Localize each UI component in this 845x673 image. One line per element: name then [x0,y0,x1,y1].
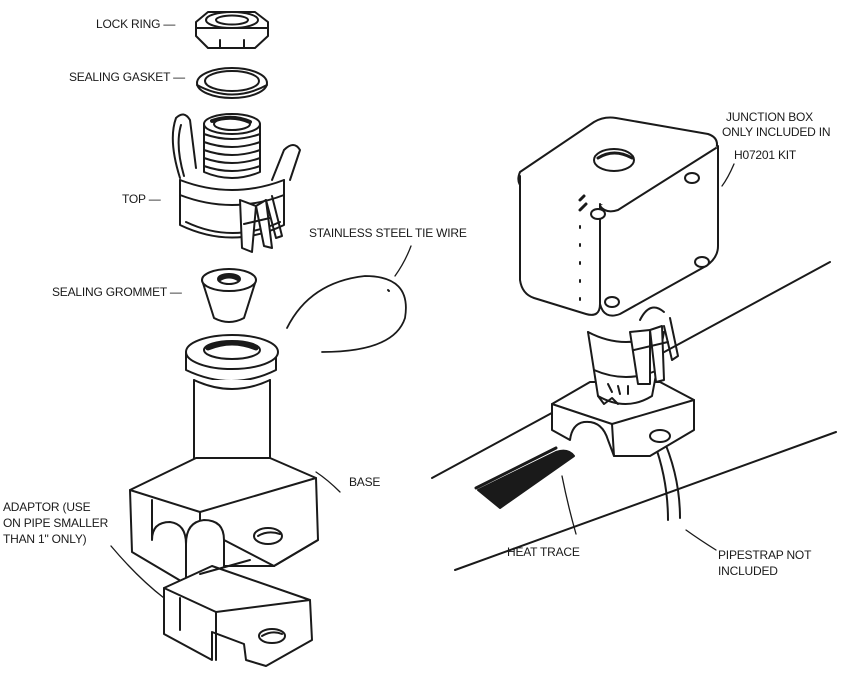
top-part [171,113,301,253]
label-top: TOP — [122,192,161,206]
label-junction-box-line1: JUNCTION BOX [726,110,813,124]
junction-box-part [517,116,719,317]
label-adaptor-line3: THAN 1" ONLY) [3,532,87,546]
label-adaptor-line2: ON PIPE SMALLER [3,516,109,530]
label-stainless-steel-tie-wire: STAINLESS STEEL TIE WIRE [309,226,467,240]
label-sealing-gasket: SEALING GASKET — [69,70,185,84]
label-lock-ring: LOCK RING — [96,17,176,31]
label-junction-box-line3: H07201 KIT [734,148,797,162]
label-pipestrap-line2: INCLUDED [718,564,778,578]
base-part [129,334,319,585]
label-pipestrap-line1: PIPESTRAP NOT [718,548,812,562]
lock-ring-part [195,11,269,49]
pipe-part [431,261,837,571]
sealing-gasket-part [196,67,268,99]
label-base: BASE [349,475,381,489]
label-heat-trace: HEAT TRACE [507,545,580,559]
sealing-grommet-part [201,268,257,323]
label-junction-box-line2: ONLY INCLUDED IN [722,125,831,139]
adaptor-part [163,559,313,667]
tie-wire-part [286,275,407,353]
leader-lines [110,163,735,599]
label-sealing-grommet: SEALING GROMMET — [52,285,182,299]
installed-fitting [551,306,695,457]
label-adaptor-line1: ADAPTOR (USE [3,500,91,514]
